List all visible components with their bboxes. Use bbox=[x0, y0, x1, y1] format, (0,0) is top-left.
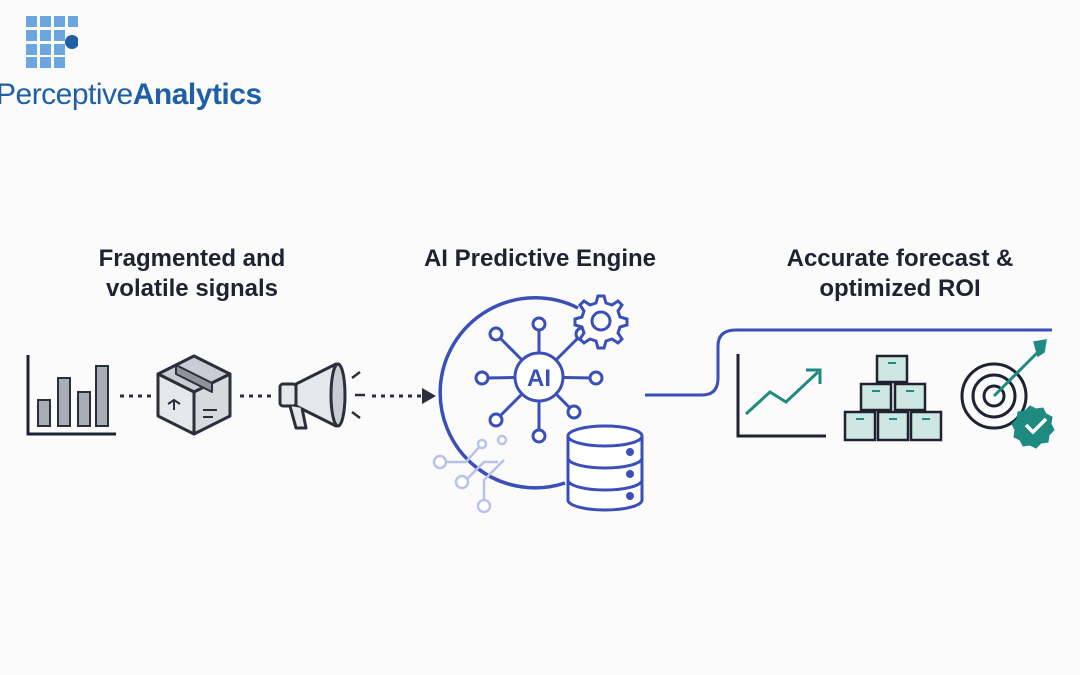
brand-logo: PerceptiveAnalytics bbox=[0, 16, 262, 116]
ai-network-icon bbox=[474, 316, 604, 444]
circuit-icon bbox=[432, 434, 508, 514]
stage-title-line: Fragmented and bbox=[98, 245, 286, 272]
engine-ring bbox=[438, 296, 579, 490]
bar-chart-icon bbox=[26, 355, 116, 436]
stage-title-line: Accurate forecast & bbox=[786, 245, 1014, 272]
brand-name-light: Perceptive bbox=[0, 78, 133, 111]
gear-icon bbox=[573, 294, 629, 350]
stage-title-signals: Fragmented and volatile signals bbox=[92, 244, 292, 304]
flow-diagram: AI bbox=[26, 294, 1055, 514]
database-icon bbox=[566, 424, 644, 512]
stage-title-line: volatile signals bbox=[105, 275, 279, 302]
brand-wordmark: PerceptiveAnalytics bbox=[0, 80, 262, 110]
brand-name-bold: Analytics bbox=[132, 78, 262, 111]
stage-title-line: AI Predictive Engine bbox=[423, 245, 657, 272]
arrow-head bbox=[422, 388, 436, 404]
stage-title-outcome: Accurate forecast & optimized ROI bbox=[770, 244, 1030, 304]
megaphone-icon bbox=[278, 362, 365, 430]
logo-grid-icon bbox=[26, 16, 78, 68]
package-box-icon bbox=[156, 354, 232, 436]
target-check-icon bbox=[960, 339, 1055, 449]
stacked-boxes-icon bbox=[843, 354, 943, 442]
output-connector bbox=[645, 328, 1052, 397]
stage-title-line: optimized ROI bbox=[819, 275, 981, 302]
ai-core-label: AI bbox=[527, 365, 551, 392]
stage-title-engine: AI Predictive Engine bbox=[410, 244, 670, 274]
trend-up-chart-icon bbox=[736, 354, 826, 438]
